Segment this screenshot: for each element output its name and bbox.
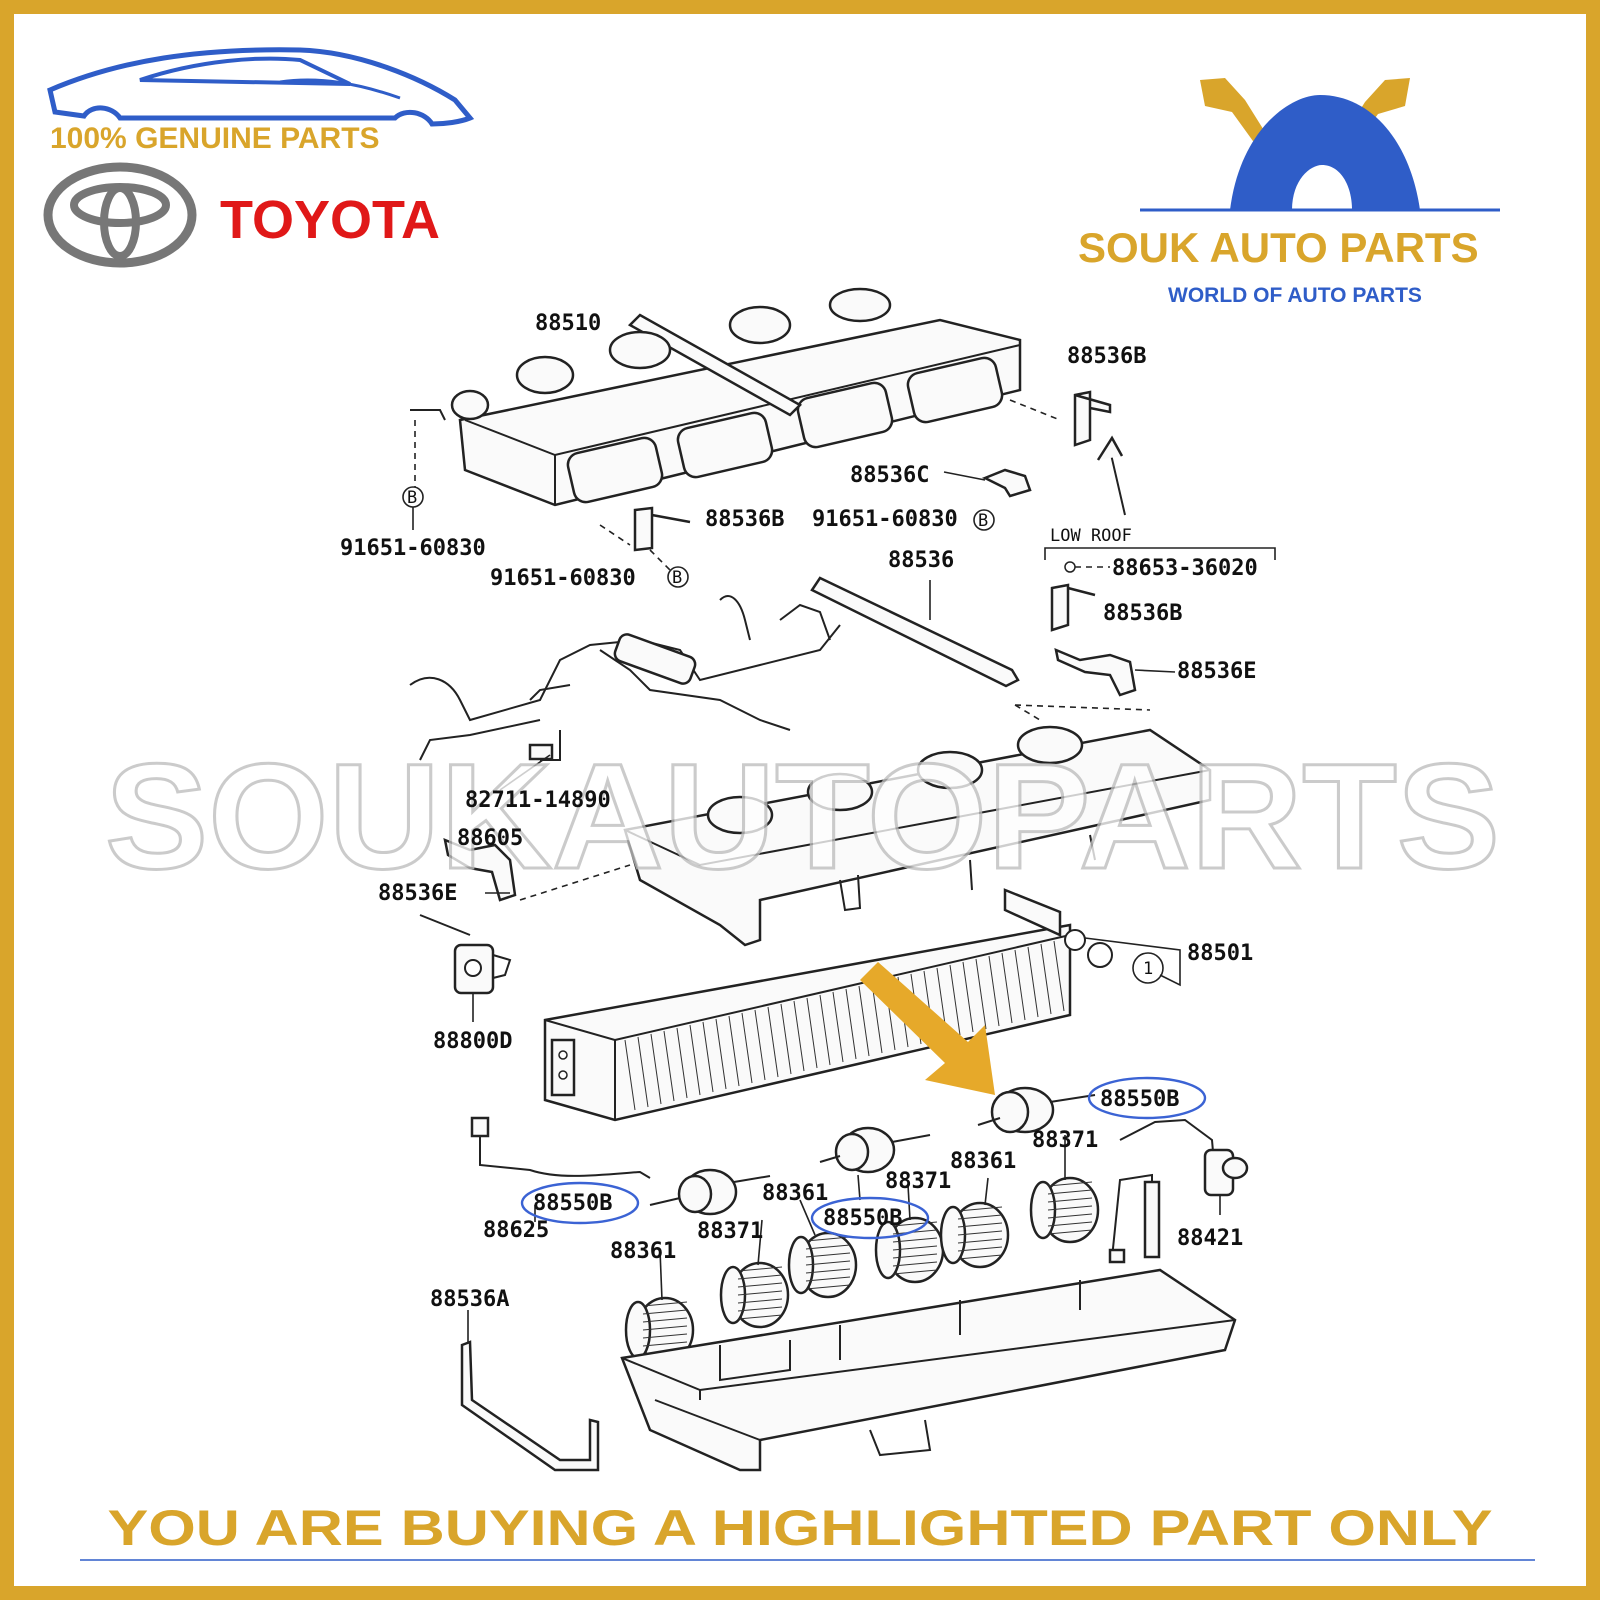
callout-88421: 88421 <box>1177 1226 1243 1251</box>
bracket-88536a <box>460 1340 600 1472</box>
actuator-88800d <box>419 914 512 1022</box>
callout-88501: 88501 <box>1187 941 1253 966</box>
bracket-88536e-right <box>1054 647 1137 697</box>
souk-wrench-logo <box>1140 78 1500 212</box>
callout-88536b-top: 88536B <box>1067 344 1146 369</box>
callout-88536e-left: 88536E <box>378 881 457 906</box>
callout-88371-c: 88371 <box>697 1219 763 1244</box>
car-silhouette-logo <box>47 47 475 127</box>
callout-88361-b: 88361 <box>762 1181 828 1206</box>
bracket-88536e-left <box>443 837 517 902</box>
evaporator-88501 <box>543 888 1113 1122</box>
ref-b-circle-mid: B <box>667 566 689 588</box>
highlight-88550b-left <box>520 1181 640 1225</box>
callout-88536b-low: 88536B <box>1103 601 1182 626</box>
toyota-wordmark: TOYOTA <box>220 190 440 250</box>
svg-text:B: B <box>672 568 682 588</box>
ref-b-circle-right: B <box>973 509 995 531</box>
fan-88371-a <box>1029 1176 1100 1244</box>
callout-88653-36020: 88653-36020 <box>1112 556 1258 581</box>
callout-88550b-mid: 88550B <box>823 1206 902 1231</box>
blower-motor-right <box>977 1086 1096 1134</box>
ref-1-circle: 1 <box>1132 952 1164 984</box>
svg-text:1: 1 <box>1143 959 1153 979</box>
bracket-88536b-mid <box>633 506 691 552</box>
store-tagline: WORLD OF AUTO PARTS <box>1168 284 1422 307</box>
callout-88536e-right: 88536E <box>1177 659 1256 684</box>
middle-duct-cover <box>623 725 1212 947</box>
highlight-arrow <box>860 962 995 1095</box>
highlight-88550b-right <box>1087 1076 1207 1120</box>
callout-88510: 88510 <box>535 311 601 336</box>
store-name: SOUK AUTO PARTS <box>1078 224 1479 271</box>
fan-88361-a <box>939 1201 1010 1269</box>
lower-blower-case <box>620 1268 1237 1472</box>
callout-88536b-mid: 88536B <box>705 507 784 532</box>
callout-88605: 88605 <box>457 826 523 851</box>
callout-88625: 88625 <box>483 1218 549 1243</box>
bracket-88536b-low <box>1050 583 1096 632</box>
blower-motor-left <box>649 1168 771 1216</box>
evaporator-fins <box>624 940 1065 1111</box>
callout-91651-left: 91651-60830 <box>340 536 486 561</box>
svg-text:B: B <box>407 488 417 508</box>
bar-88536 <box>810 576 1020 688</box>
callout-82711-14890: 82711-14890 <box>465 788 611 813</box>
upper-duct-88510 <box>410 287 1022 507</box>
callout-low-roof: LOW ROOF <box>1050 526 1132 546</box>
bracket-88536c <box>981 468 1032 498</box>
fan-88361-b <box>787 1231 858 1299</box>
harness-88625 <box>479 1130 651 1179</box>
highlight-88550b-mid <box>810 1196 930 1240</box>
callout-88371-b: 88371 <box>885 1169 951 1194</box>
ref-b-circle-left: B <box>402 486 424 530</box>
callout-88550b-left: 88550B <box>533 1191 612 1216</box>
callout-88550b-right: 88550B <box>1100 1087 1179 1112</box>
callout-91651-mid: 91651-60830 <box>490 566 636 591</box>
callout-88536c: 88536C <box>850 463 929 488</box>
wire-harness <box>409 595 841 761</box>
svg-text:B: B <box>978 511 988 531</box>
callout-88361-c: 88361 <box>610 1239 676 1264</box>
blower-motor-mid <box>819 1126 931 1174</box>
watermark-text: SOUKAUTOPARTS <box>105 732 1500 900</box>
thermistor-88421 <box>1108 1118 1249 1264</box>
callout-88371-a: 88371 <box>1032 1128 1098 1153</box>
callout-91651-right: 91651-60830 <box>812 507 958 532</box>
callout-88800d: 88800D <box>433 1029 512 1054</box>
footer-notice: YOU ARE BUYING A HIGHLIGHTED PART ONLY <box>108 1500 1493 1556</box>
genuine-parts-text: 100% GENUINE PARTS <box>50 122 380 155</box>
callout-88536: 88536 <box>888 548 954 573</box>
callout-88536a: 88536A <box>430 1287 509 1312</box>
callout-88361-a: 88361 <box>950 1149 1016 1174</box>
fan-88371-c <box>719 1261 790 1329</box>
toyota-emblem <box>43 162 197 268</box>
bracket-88536b-top <box>1073 390 1112 447</box>
